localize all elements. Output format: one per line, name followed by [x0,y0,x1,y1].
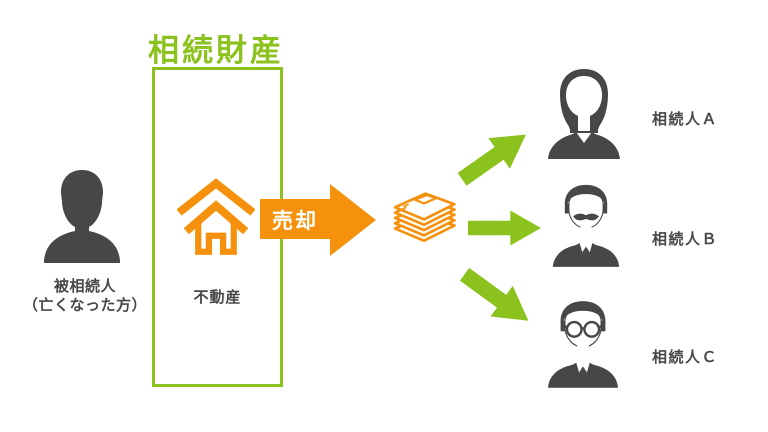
man-mustache-silhouette-icon [551,180,621,269]
money-stack-icon [385,189,463,259]
property-label: 不動産 [193,289,242,306]
deceased-caption-line2: （亡くなった方） [22,297,147,314]
man-glasses-silhouette-icon [546,298,620,388]
woman-silhouette-icon [546,67,622,159]
distribution-arrow-c [452,257,541,338]
heir-b-label: 相続人Ｂ [652,231,719,248]
deceased-caption: 被相続人 （亡くなった方） [2,277,168,315]
distribution-arrow-b [468,207,541,249]
deceased-person-icon [40,168,124,263]
heir-a-label: 相続人Ａ [652,111,719,128]
heir-c-label: 相続人Ｃ [652,349,719,366]
house-icon [176,178,256,258]
sale-arrow-label: 売却 [272,210,318,233]
sale-arrow [260,182,378,258]
estate-title: 相続財産 [148,33,284,68]
distribution-arrow-a [450,117,538,196]
deceased-caption-line1: 被相続人 [53,278,116,295]
